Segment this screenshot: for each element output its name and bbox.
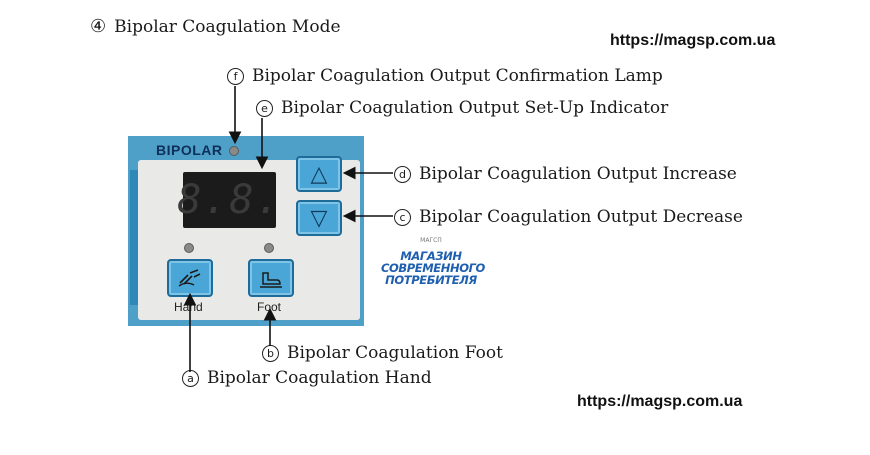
callout-c: c Bipolar Coagulation Output Decrease <box>394 207 743 227</box>
triangle-down-icon: ▽ <box>310 205 328 231</box>
logo-line-2: СОВРЕМЕННОГО <box>381 261 485 276</box>
panel-title: BIPOLAR <box>156 142 223 158</box>
watermark-url-top: https://magsp.com.ua <box>610 32 776 49</box>
callout-e-text: Bipolar Coagulation Output Set-Up Indica… <box>281 98 669 118</box>
triangle-up-icon: △ <box>310 161 328 187</box>
logo-top-text: МАГСП <box>420 237 442 244</box>
hand-icon <box>178 269 201 287</box>
mode-label: ④ Bipolar Coagulation Mode <box>90 16 341 37</box>
callout-a-text: Bipolar Coagulation Hand <box>207 368 432 388</box>
callout-d-marker: d <box>394 165 411 183</box>
callout-d-text: Bipolar Coagulation Output Increase <box>419 164 737 184</box>
logo-line-1: МАГАЗИН <box>400 249 462 264</box>
mode-marker: ④ <box>90 16 107 37</box>
callout-f-marker: f <box>227 67 244 85</box>
watermark-url-bottom: https://magsp.com.ua <box>577 393 743 410</box>
callout-d: d Bipolar Coagulation Output Increase <box>394 164 737 184</box>
callout-b-text: Bipolar Coagulation Foot <box>287 343 503 363</box>
foot-indicator-lamp <box>264 243 274 253</box>
display-digits: 8.8. <box>177 177 282 223</box>
hand-mode-button[interactable] <box>167 259 213 297</box>
foot-pedal-icon <box>260 272 282 288</box>
callout-c-marker: c <box>394 208 411 226</box>
store-logo: МАГСП МАГАЗИН СОВРЕМЕННОГО ПОТРЕБИТЕЛЯ <box>381 237 485 318</box>
output-decrease-button[interactable]: ▽ <box>296 200 342 236</box>
hand-indicator-lamp <box>184 243 194 253</box>
callout-f: f Bipolar Coagulation Output Confirmatio… <box>227 66 663 86</box>
output-setup-display: 8.8. <box>177 172 280 228</box>
mode-text: Bipolar Coagulation Mode <box>114 16 341 37</box>
foot-mode-button[interactable] <box>248 259 294 297</box>
callout-e-marker: e <box>256 99 273 117</box>
panel-side-strip <box>130 170 138 305</box>
output-increase-button[interactable]: △ <box>296 156 342 192</box>
callout-f-text: Bipolar Coagulation Output Confirmation … <box>252 66 663 86</box>
output-confirmation-lamp <box>229 146 239 156</box>
logo-line-3: ПОТРЕБИТЕЛЯ <box>385 273 477 288</box>
callout-e: e Bipolar Coagulation Output Set-Up Indi… <box>256 98 668 118</box>
callout-c-text: Bipolar Coagulation Output Decrease <box>419 207 743 227</box>
